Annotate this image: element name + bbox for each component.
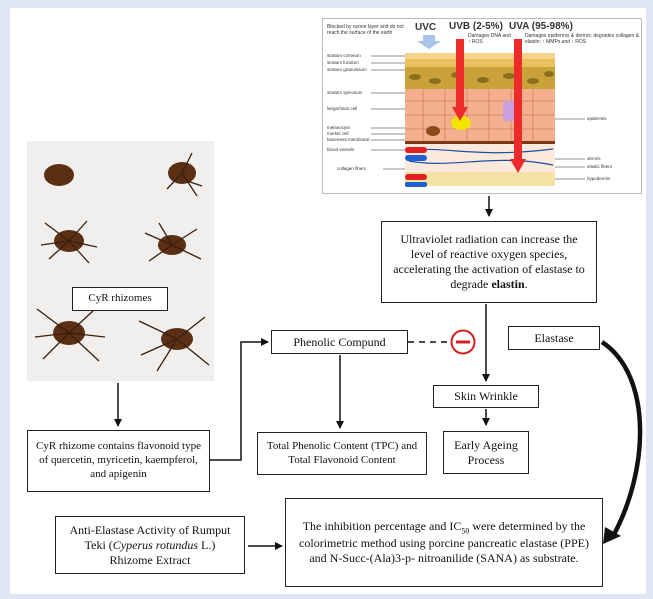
tpc-tfc-box: Total Phenolic Content (TPC) and Total F…	[257, 432, 427, 475]
right-layer-label: epidermis	[587, 116, 607, 121]
layer-label: collagen fibers	[337, 166, 367, 171]
cyr-rhizomes-label: CyR rhizomes	[72, 287, 168, 311]
uvc-label: UVC	[415, 22, 437, 33]
phenolic-compound-box: Phenolic Compund	[271, 330, 408, 354]
uvc-note: Blocked by ozone layer and do not reach …	[327, 24, 404, 36]
rhizome-photo: CyR rhizomes	[27, 141, 214, 381]
uvb-description: Damages DNA and ↑ ROS	[468, 33, 511, 45]
layer-label: melanocyte	[327, 125, 351, 130]
cyr-flavonoid-box: CyR rhizome contains flavonoid type of q…	[27, 430, 210, 492]
uvb-label: UVB (2-5%)	[449, 21, 503, 32]
layer-label: langerhans cell	[327, 106, 358, 111]
arrow-flavonoid-to-phenolic	[210, 338, 269, 461]
arrow-elastase-head	[603, 527, 621, 544]
right-layer-label: hypodermis	[587, 176, 611, 181]
rhizome-drawing	[34, 152, 210, 372]
uva-label: UVA (95-98%)	[509, 21, 573, 32]
inhibition-method-box: The inhibition percentage and IC50 were …	[285, 498, 603, 587]
uva-description: Damages epidermis & dermis; degrades col…	[525, 33, 639, 45]
layer-label: stratum lucidum	[327, 60, 359, 65]
layer-label: stratum corneum	[327, 53, 361, 58]
layer-label: stratum spinosum	[327, 90, 363, 95]
skin-uv-figure: Blocked by ozone layer and do not reach …	[322, 18, 642, 194]
layer-label: merkel cell	[327, 131, 349, 136]
skin-wrinkle-box: Skin Wrinkle	[433, 385, 539, 408]
uv-effect-box: Ultraviolet radiation can increase the l…	[381, 221, 597, 303]
early-ageing-box: Early Ageing Process	[443, 431, 529, 474]
right-layer-label: dermis	[587, 156, 601, 161]
anti-elastase-box: Anti-Elastase Activity of Rumput Teki (C…	[55, 516, 245, 574]
right-layer-label: elastic fibers	[587, 164, 613, 169]
layer-label: blood vessels	[327, 147, 355, 152]
layer-label: stratum granulosum	[327, 67, 367, 72]
layer-label: basement membrane	[327, 137, 370, 142]
arrow-elastase-to-inhibition	[600, 340, 643, 540]
skin-layers-drawing	[371, 35, 585, 187]
elastase-box: Elastase	[508, 326, 600, 350]
